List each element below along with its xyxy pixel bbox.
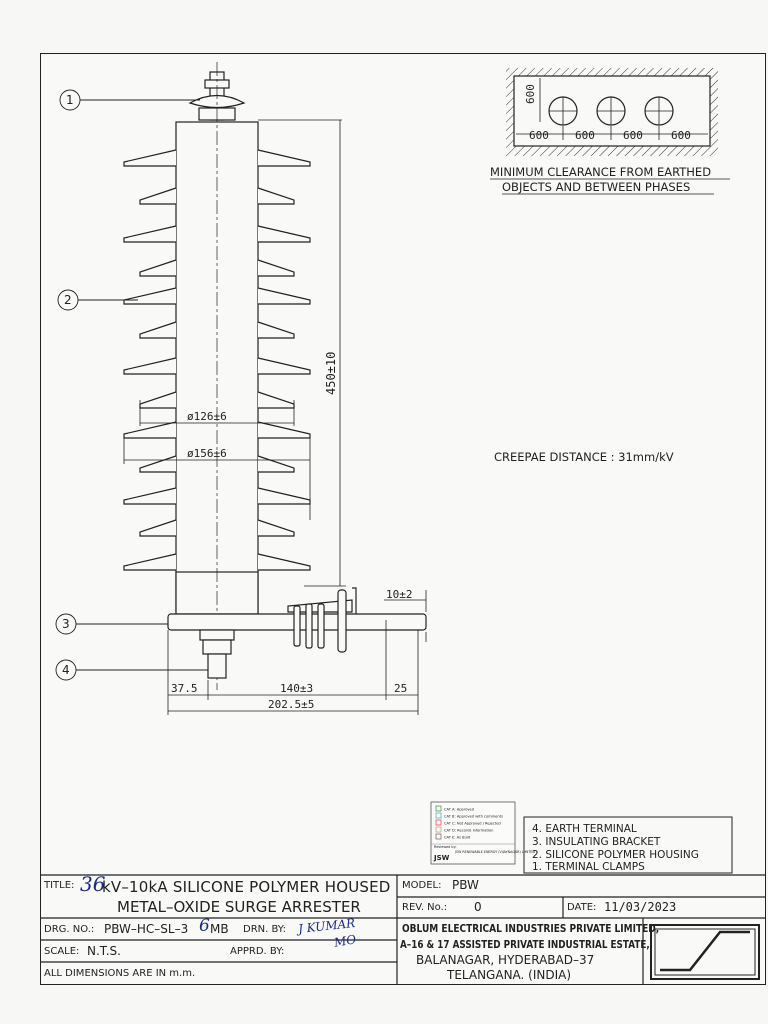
callout-2: 2 bbox=[64, 293, 72, 307]
stamp-row: CAT A: Approved bbox=[444, 808, 474, 812]
legend bbox=[523, 816, 733, 874]
stamp-row: CAT E: As Built bbox=[444, 836, 471, 840]
drn-label: DRN. BY: bbox=[243, 924, 286, 935]
clearance-width-label: 600 bbox=[671, 129, 691, 142]
drawing-sheet bbox=[40, 53, 766, 985]
callout-3: 3 bbox=[62, 617, 70, 631]
drg-label: DRG. NO.: bbox=[44, 924, 95, 935]
date-value: 11/03/2023 bbox=[604, 900, 677, 914]
stamp-row: CAT C: Not Approved / Rejected bbox=[444, 822, 501, 826]
dimension-lines bbox=[123, 119, 427, 715]
title-line2: METAL–OXIDE SURGE ARRESTER bbox=[117, 898, 361, 916]
earth-terminal bbox=[199, 629, 235, 679]
offset-right-dimension: 25 bbox=[394, 682, 407, 695]
bracket-thickness-dimension: 10±2 bbox=[386, 588, 413, 601]
legend-item-insulating-bracket: 3. INSULATING BRACKET bbox=[532, 836, 661, 848]
offset-mid-dimension: 140±3 bbox=[280, 682, 313, 695]
clearance-height-label: 600 bbox=[524, 84, 537, 104]
total-width-dimension: 202.5±5 bbox=[268, 698, 314, 711]
shed bbox=[139, 259, 295, 277]
shed bbox=[123, 553, 311, 571]
legend-item-earth-terminal: 4. EARTH TERMINAL bbox=[532, 823, 637, 835]
drg-value-prefix: PBW–HC–SL–3 bbox=[104, 922, 189, 936]
clearance-caption-line2: OBJECTS AND BETWEEN PHASES bbox=[502, 180, 690, 194]
scale-value: N.T.S. bbox=[87, 944, 121, 958]
shed bbox=[139, 321, 295, 339]
shed bbox=[123, 149, 311, 167]
stamp-brand: JSW bbox=[433, 854, 450, 862]
drg-handwritten-digit: 6 bbox=[199, 916, 210, 936]
apprd-label: APPRD. BY: bbox=[230, 946, 285, 957]
drg-value-suffix: MB bbox=[210, 922, 229, 936]
stamp-row: CAT D: Records Information bbox=[444, 829, 493, 833]
clearance-width-label: 600 bbox=[529, 129, 549, 142]
date-label: DATE: bbox=[567, 902, 597, 913]
shed bbox=[139, 455, 295, 473]
approval-stamp: CAT A: Approved CAT B: Approved with com… bbox=[430, 801, 535, 865]
shed bbox=[123, 287, 311, 305]
stamp-company: JSW RENEWABLE ENERGY (VIJAYNAGAR) LIMITE… bbox=[454, 850, 535, 854]
clearance-width-label: 600 bbox=[623, 129, 643, 142]
title-handwritten-voltage: 36 bbox=[80, 872, 106, 896]
creepage-distance: CREEPAE DISTANCE : 31mm/kV bbox=[494, 450, 674, 464]
title-block-grid bbox=[40, 874, 766, 985]
shed bbox=[123, 225, 311, 243]
scale-label: SCALE: bbox=[44, 946, 80, 957]
company-line3: BALANAGAR, HYDERABAD–37 bbox=[416, 953, 595, 967]
terminal-clamp bbox=[188, 94, 246, 109]
callout-1: 1 bbox=[66, 93, 74, 107]
insulating-bracket bbox=[167, 587, 427, 653]
stamp-row: CAT B: Approved with comments bbox=[444, 815, 503, 819]
company-line2: A–16 & 17 ASSISTED PRIVATE INDUSTRIAL ES… bbox=[400, 938, 650, 951]
callout-4: 4 bbox=[62, 663, 70, 677]
title-label: TITLE: bbox=[44, 880, 75, 891]
clearance-width-label: 600 bbox=[575, 129, 595, 142]
clearance-caption-line1: MINIMUM CLEARANCE FROM EARTHED bbox=[490, 165, 711, 179]
shed bbox=[139, 519, 295, 537]
title-line1: kV–10kA SILICONE POLYMER HOUSED bbox=[102, 878, 391, 896]
rev-label: REV. No.: bbox=[402, 902, 448, 913]
company-line4: TELANGANA. (INDIA) bbox=[447, 968, 572, 982]
dia-small-dimension: ø126±6 bbox=[187, 410, 227, 423]
legend-item-terminal-clamps: 1. TERMINAL CLAMPS bbox=[532, 861, 645, 873]
legend-item-housing: 2. SILICONE POLYMER HOUSING bbox=[532, 849, 699, 861]
rev-value: 0 bbox=[474, 900, 482, 914]
sheds bbox=[123, 149, 311, 571]
shed bbox=[139, 187, 295, 205]
dimensions-note: ALL DIMENSIONS ARE IN m.m. bbox=[44, 968, 196, 979]
model-label: MODEL: bbox=[402, 880, 442, 891]
stamp-footer: Reviewed by: bbox=[434, 845, 456, 849]
offset-left-dimension: 37.5 bbox=[171, 682, 198, 695]
height-dimension: 450±10 bbox=[324, 352, 338, 395]
shed bbox=[123, 357, 311, 375]
company-line1: OBLUM ELECTRICAL INDUSTRIES PRIVATE LIMI… bbox=[402, 922, 660, 935]
model-value: PBW bbox=[452, 878, 479, 892]
callouts bbox=[55, 89, 208, 681]
dia-large-dimension: ø156±6 bbox=[187, 447, 227, 460]
clearance-diagram: 600 600 600 600 600 MINIMUM CLEARANCE FR… bbox=[490, 68, 730, 195]
